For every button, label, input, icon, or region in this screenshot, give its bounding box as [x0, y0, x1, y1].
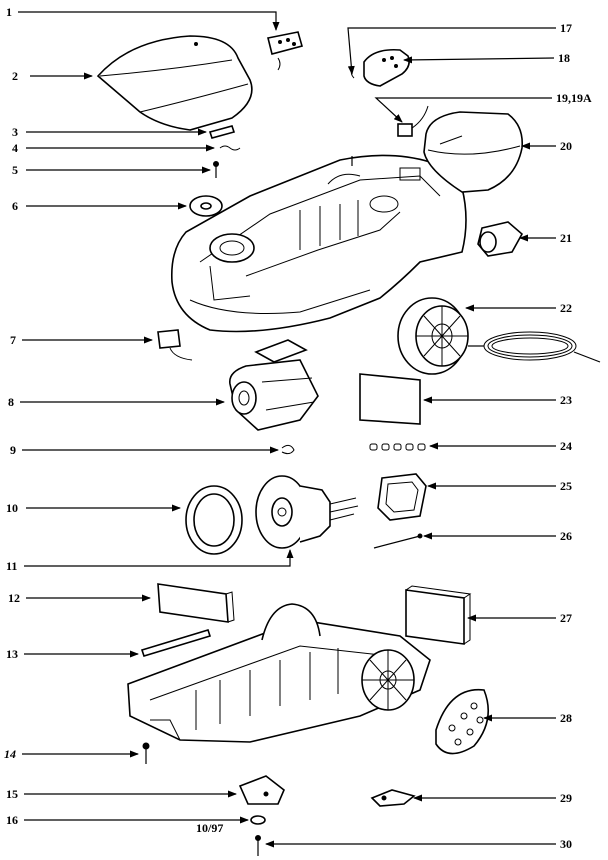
- part-19-block: [397, 105, 429, 137]
- lower-base: [127, 603, 431, 743]
- part-23-pad: [359, 373, 421, 425]
- part-2-hood: [96, 35, 253, 131]
- part-28-grille: [435, 688, 490, 755]
- callout-labels: 1 2 3 4 5 6 7 8 9 10 11 12 13 14 15 16 1…: [4, 5, 592, 851]
- callout-29: 29: [560, 791, 572, 805]
- part-10-ring: [185, 485, 243, 555]
- part-21-switch: [477, 221, 524, 257]
- callout-2: 2: [12, 69, 18, 83]
- part-15-latch: [238, 775, 285, 805]
- callout-6: 6: [12, 199, 18, 213]
- callout-4: 4: [12, 141, 18, 155]
- part-3-latch: [208, 125, 236, 139]
- callout-5: 5: [12, 163, 18, 177]
- part-11-motor: [255, 475, 359, 549]
- part-8-duct: [229, 339, 319, 431]
- callout-25: 25: [560, 479, 572, 493]
- callout-27: 27: [560, 611, 572, 625]
- part-13-bar: [140, 629, 212, 657]
- callout-17: 17: [560, 21, 572, 35]
- part-4-spring: [219, 145, 241, 151]
- callout-14: 14: [4, 747, 16, 761]
- part-30-pin: [255, 835, 261, 856]
- part-drawings: [96, 31, 601, 856]
- upper-housing: [170, 154, 467, 333]
- callout-3: 3: [12, 125, 18, 139]
- leader-lines: [18, 11, 556, 848]
- callout-16: 16: [6, 813, 18, 827]
- part-27-filter: [405, 585, 472, 645]
- callout-22: 22: [560, 301, 572, 315]
- callout-11: 11: [6, 559, 17, 573]
- part-5-screw: [213, 161, 219, 178]
- date-code: 10/97: [196, 821, 223, 835]
- callout-20: 20: [560, 139, 572, 153]
- callout-15: 15: [6, 787, 18, 801]
- callout-9: 9: [10, 443, 16, 457]
- callout-10: 10: [6, 501, 18, 515]
- callout-24: 24: [560, 439, 572, 453]
- callout-12: 12: [8, 591, 20, 605]
- callout-30: 30: [560, 837, 572, 851]
- part-7-connector: [157, 329, 193, 361]
- callout-19: 19,19A: [556, 91, 592, 105]
- callout-8: 8: [8, 395, 14, 409]
- callout-1: 1: [6, 5, 12, 19]
- callout-23: 23: [560, 393, 572, 407]
- callout-26: 26: [560, 529, 572, 543]
- part-24-rings: [369, 443, 426, 451]
- part-9-clip: [281, 444, 295, 455]
- part-14-screw: [142, 742, 150, 764]
- part-29-lever: [370, 789, 416, 807]
- callout-21: 21: [560, 231, 572, 245]
- part-18-handle: [350, 48, 410, 87]
- callout-7: 7: [10, 333, 16, 347]
- part-16-washer: [250, 815, 266, 825]
- part-6-washer: [189, 195, 223, 217]
- part-1-cap: [267, 31, 303, 71]
- part-12-filter: [157, 583, 235, 623]
- part-25-frame: [377, 473, 427, 521]
- callout-13: 13: [6, 647, 18, 661]
- part-22-cord-reel: [397, 297, 601, 375]
- callout-18: 18: [558, 51, 570, 65]
- callout-28: 28: [560, 711, 572, 725]
- part-26-pin: [373, 533, 423, 549]
